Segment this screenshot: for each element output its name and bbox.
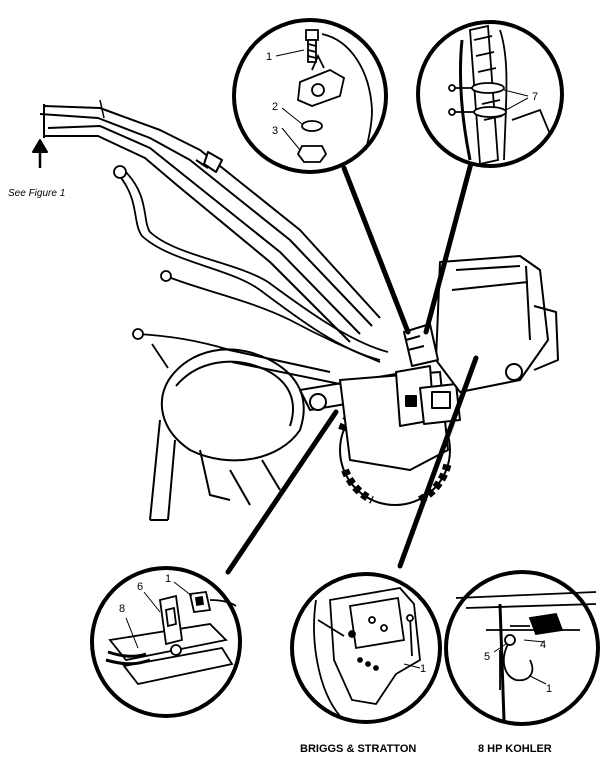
caption-briggs: BRIGGS & STRATTON	[300, 743, 416, 755]
tiller-drawing	[32, 99, 559, 521]
callout-label: 2	[272, 101, 278, 113]
callout-label: 1	[546, 683, 552, 695]
leader-lines	[225, 149, 479, 575]
detail-circle-bottom-center: 1	[290, 572, 442, 724]
callout-label: 8	[119, 603, 125, 615]
detail-circle-bottom-right: 4 5 1	[444, 570, 600, 726]
detail-circle-bottom-left: 8 6 1	[90, 566, 242, 718]
caption-kohler: 8 HP KOHLER	[478, 743, 552, 755]
callout-label: 1	[165, 573, 171, 585]
detail-circle-top-center: 1 2 3	[232, 18, 388, 174]
handlebars	[39, 99, 381, 343]
callout-label: 4	[540, 639, 546, 651]
see-figure-note: See Figure 1	[8, 188, 65, 199]
detail-circle-top-right: 7	[416, 20, 564, 168]
callout-label: 1	[420, 663, 426, 675]
callout-label: 5	[484, 651, 490, 663]
callout-label: 7	[532, 91, 538, 103]
engine	[403, 255, 559, 393]
tine-shield	[149, 348, 305, 521]
callout-label: 6	[137, 581, 143, 593]
transmission	[339, 365, 461, 471]
see-figure-arrow	[32, 139, 48, 168]
control-cables	[113, 165, 389, 369]
callout-label: 3	[272, 125, 278, 137]
callout-label: 1	[266, 51, 272, 63]
